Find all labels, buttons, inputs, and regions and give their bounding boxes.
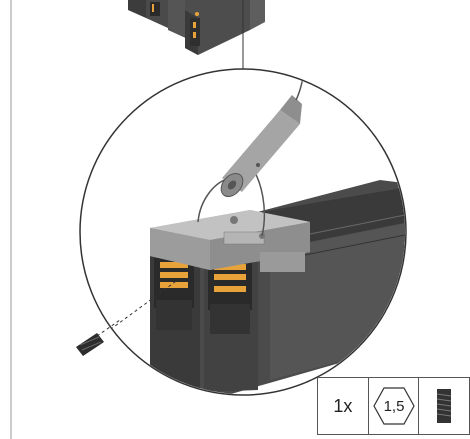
feed-connector — [150, 210, 310, 272]
top-track-rails — [128, 0, 265, 55]
grub-screw-icon — [437, 389, 452, 423]
quantity-label: 1x — [333, 395, 353, 416]
screw-cell — [419, 378, 469, 434]
parts-table: 1x 1,5 — [317, 377, 470, 435]
quantity-cell: 1x — [318, 378, 369, 434]
hex-key-cell: 1,5 — [369, 378, 420, 434]
grub-screw-outside — [76, 319, 121, 356]
hex-key-size: 1,5 — [383, 398, 404, 415]
cable-plug — [220, 95, 302, 198]
hex-key-icon: 1,5 — [372, 387, 415, 425]
